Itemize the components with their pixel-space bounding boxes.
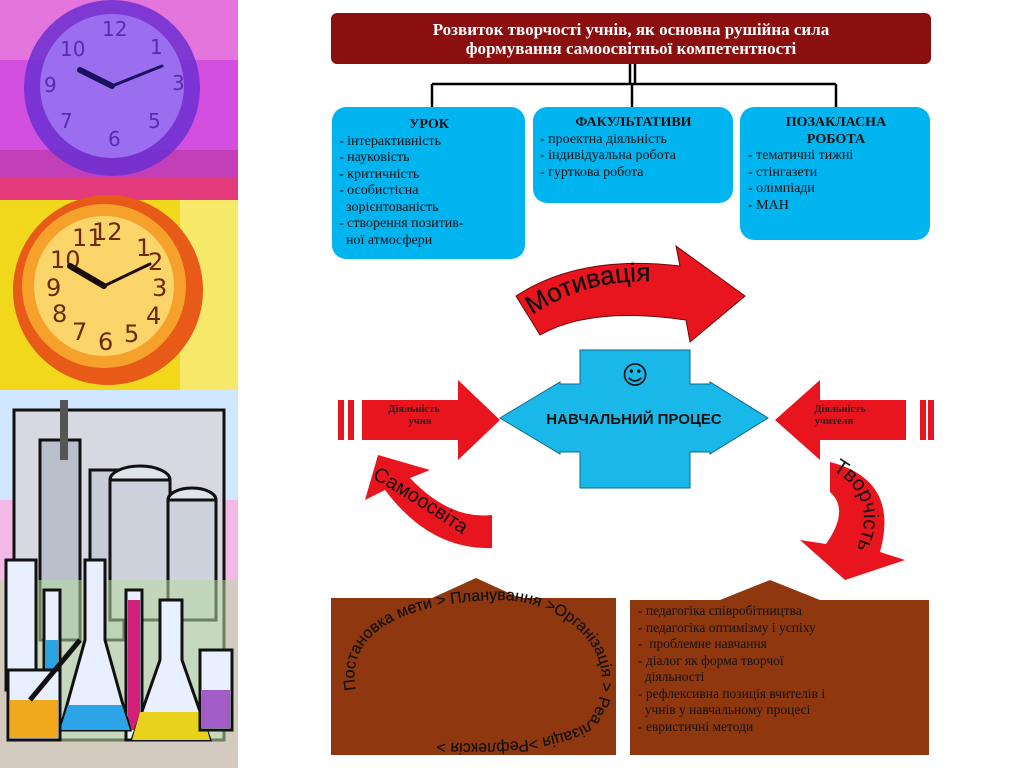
- list-item: - діалог як форма творчої: [638, 652, 784, 668]
- list-item: - педагогіка оптимізму і успіху: [638, 619, 816, 635]
- list-item: - стінгазети: [748, 164, 818, 180]
- smiley-icon: ☺: [621, 361, 648, 391]
- electives-box-list: - проектна діяльність - індивідуальна ро…: [540, 132, 727, 182]
- diagram-graphics: Мотивація Самоосвіта Творчість Постановк…: [331, 64, 934, 757]
- svg-text:3: 3: [172, 71, 185, 95]
- list-item: - гурткова робота: [540, 164, 644, 180]
- list-item: - олімпіади: [748, 181, 815, 196]
- creativity-arrow: [800, 462, 905, 580]
- svg-text:4: 4: [146, 302, 161, 330]
- learning-process-label: НАВЧАЛЬНИЙ ПРОЦЕС: [546, 410, 722, 428]
- student-activity-arrow: [338, 380, 500, 460]
- self-education-label: Самоосвіта: [369, 463, 472, 539]
- list-item: діяльності: [638, 669, 705, 684]
- methods-box-roof: [630, 580, 929, 600]
- list-item: - особистісна: [339, 183, 419, 198]
- list-item: - критичність: [339, 166, 420, 182]
- svg-text:7: 7: [60, 109, 73, 133]
- title-line-2: формування самоосвітньої компетентності: [465, 38, 797, 58]
- svg-text:1: 1: [150, 35, 163, 59]
- list-item: - тематичні тижні: [748, 148, 854, 163]
- svg-text:2: 2: [148, 248, 163, 276]
- extracurricular-box-list: - тематичні тижні - стінгазети - олімпіа…: [748, 148, 924, 214]
- self-education-arrow: [365, 455, 492, 549]
- title-banner: Розвиток творчості учнів, як основна руш…: [331, 13, 931, 64]
- list-item: - МАН: [748, 197, 789, 213]
- methods-list: - педагогіка співробітництва - педагогік…: [638, 603, 923, 735]
- purple-clock-image: 12 13 5 6 7 910: [0, 0, 238, 190]
- title-connectors: [430, 64, 838, 107]
- title-line-1: Розвиток творчості учнів, як основна руш…: [432, 19, 830, 39]
- list-item: зорієнтованість: [339, 199, 439, 215]
- laboratory-image: [0, 390, 238, 768]
- electives-box: ФАКУЛЬТАТИВИ - проектна діяльність - інд…: [533, 107, 733, 203]
- svg-text:12: 12: [92, 218, 123, 246]
- svg-text:7: 7: [72, 318, 87, 346]
- list-item: - науковість: [339, 150, 410, 165]
- svg-text:5: 5: [124, 320, 139, 348]
- svg-text:1: 1: [136, 234, 151, 262]
- svg-text:8: 8: [52, 300, 67, 328]
- list-item: - проблемне навчання: [638, 636, 767, 651]
- student-activity-label-1: Діяльність: [388, 404, 440, 415]
- list-item: учнів у навчальному процесі: [638, 702, 811, 717]
- svg-text:9: 9: [44, 73, 57, 97]
- student-activity-label-2: учня: [409, 416, 432, 427]
- svg-text:6: 6: [108, 127, 121, 151]
- svg-text:11: 11: [72, 224, 103, 252]
- svg-text:10: 10: [60, 37, 85, 61]
- learning-process-shape: [499, 349, 769, 489]
- lesson-box-title: УРОК: [409, 117, 449, 132]
- methods-box: - педагогіка співробітництва - педагогік…: [630, 600, 929, 755]
- list-item: - індивідуальна робота: [540, 148, 676, 163]
- list-item: - педагогіка співробітництва: [638, 603, 802, 618]
- teacher-activity-arrow: [775, 380, 934, 460]
- extracurricular-box-title-2: РОБОТА: [806, 131, 866, 147]
- svg-text:6: 6: [98, 328, 113, 356]
- lesson-box-list: - інтерактивність - науковість - критичн…: [339, 134, 519, 250]
- list-item: - проектна діяльність: [540, 131, 667, 147]
- lesson-box: УРОК - інтерактивність - науковість - кр…: [332, 107, 525, 259]
- list-item: - евристичні методи: [638, 718, 754, 734]
- extracurricular-box: ПОЗАКЛАСНА РОБОТА - тематичні тижні - ст…: [740, 107, 930, 240]
- list-item: ної атмосфери: [339, 232, 433, 248]
- extracurricular-box-title-1: ПОЗАКЛАСНА: [785, 115, 887, 130]
- teacher-activity-label-2: учителя: [815, 416, 854, 427]
- svg-text:9: 9: [46, 274, 61, 302]
- list-item: - створення позитив-: [339, 216, 464, 231]
- teacher-activity-label-1: Діяльність: [814, 404, 866, 415]
- svg-text:12: 12: [102, 17, 127, 41]
- svg-text:5: 5: [148, 109, 161, 133]
- list-item: - інтерактивність: [339, 133, 442, 149]
- electives-box-title: ФАКУЛЬТАТИВИ: [575, 115, 692, 130]
- svg-text:3: 3: [152, 274, 167, 302]
- motivation-arrow: [515, 244, 746, 343]
- cycle-box: [331, 578, 616, 755]
- list-item: - рефлексивна позиція вчителів і: [638, 685, 826, 701]
